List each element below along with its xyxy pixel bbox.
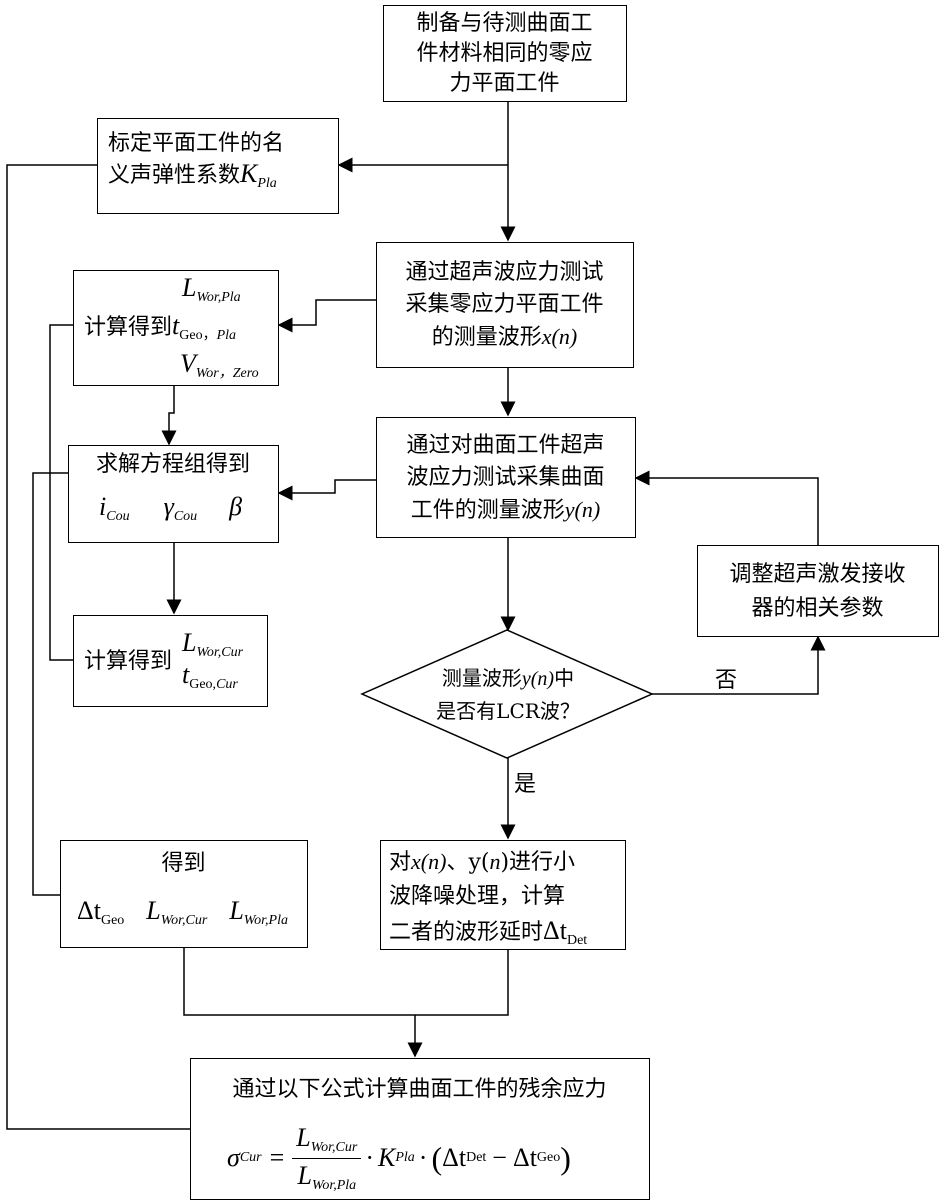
calc2-label: 计算得到 bbox=[84, 647, 172, 677]
final-num: L bbox=[296, 1123, 310, 1152]
final-fraction: LWor,Cur LWor,Pla bbox=[292, 1123, 361, 1194]
decision-line1-end: 中 bbox=[554, 666, 574, 690]
adjust-line1: 调整超声激发接收 bbox=[698, 558, 937, 592]
obtain-L2-sub: Wor,Pla bbox=[244, 913, 288, 928]
final-box: 通过以下公式计算曲面工件的残余应力 σCur = LWor,Cur LWor,P… bbox=[190, 1058, 650, 1200]
arrow-collect-x-to-calc1 bbox=[279, 300, 376, 325]
arrow-adjust-to-collect-y bbox=[636, 478, 818, 545]
label-yes: 是 bbox=[514, 766, 536, 798]
calc1-V-sub2: Zero bbox=[233, 366, 259, 381]
calc2-t-sub2: Cur bbox=[216, 677, 238, 692]
obtain-dt: Δt bbox=[77, 896, 101, 925]
final-dt2-sub: Geo bbox=[537, 1150, 560, 1166]
calc1-V-sub1: Wor， bbox=[196, 366, 233, 381]
collect-x-box: 通过超声波应力测试 采集零应力平面工件 的测量波形x(n) bbox=[376, 242, 634, 368]
denoise-p3: )进行小 bbox=[500, 850, 575, 875]
final-title: 通过以下公式计算曲面工件的残余应力 bbox=[191, 1075, 648, 1105]
line-obtain-down bbox=[184, 948, 508, 1015]
collect-x-line3: 的测量波形 bbox=[432, 325, 542, 350]
calc1-label: 计算得到 bbox=[84, 315, 172, 340]
adjust-box: 调整超声激发接收 器的相关参数 bbox=[697, 545, 939, 637]
calc1-V: V bbox=[180, 349, 196, 378]
denoise-box: 对x(n)、y(n)进行小 波降噪处理，计算 二者的波形延时ΔtDet bbox=[380, 840, 626, 950]
denoise-x: x(n) bbox=[411, 849, 446, 874]
final-K: K bbox=[378, 1143, 395, 1173]
denoise-line3: 二者的波形延时 bbox=[389, 920, 543, 945]
calc1-t-sub2: Pla bbox=[217, 328, 236, 343]
calc1-L-sub: Wor,Pla bbox=[196, 290, 240, 305]
prepare-line2: 件材料相同的零应 bbox=[384, 39, 625, 69]
denoise-n: n bbox=[489, 849, 500, 874]
calc1-t-sub1: Geo， bbox=[179, 328, 216, 343]
solve-line1: 求解方程组得到 bbox=[69, 450, 277, 480]
collect-x-line2: 采集零应力平面工件 bbox=[377, 289, 632, 321]
obtain-box: 得到 ΔtGeo LWor,Cur LWor,Pla bbox=[60, 840, 308, 948]
obtain-dt-sub: Geo bbox=[101, 913, 124, 928]
final-num-sub: Wor,Cur bbox=[311, 1140, 358, 1155]
denoise-dt: Δt bbox=[543, 916, 567, 945]
collect-y-line3: 工件的测量波形 bbox=[411, 498, 565, 523]
decision-line1: 测量波形 bbox=[442, 666, 522, 690]
solve-beta: β bbox=[229, 492, 242, 521]
calc2-L-sub: Wor,Cur bbox=[196, 645, 243, 660]
collect-x-var: x(n) bbox=[542, 324, 577, 349]
solve-box: 求解方程组得到 iCou γCou β bbox=[68, 445, 279, 543]
adjust-line2: 器的相关参数 bbox=[698, 592, 937, 626]
label-no: 否 bbox=[715, 662, 737, 694]
final-formula: σCur = LWor,Cur LWor,Pla · KPla · ( ΔtDe… bbox=[227, 1123, 571, 1193]
prepare-line3: 力平面工件 bbox=[384, 69, 625, 99]
collect-y-var: y(n) bbox=[565, 497, 600, 522]
decision-var: y(n) bbox=[522, 668, 554, 690]
obtain-L2: L bbox=[229, 896, 243, 925]
calc2-t-sub1: Geo, bbox=[189, 677, 216, 692]
calc2-L: L bbox=[182, 628, 196, 657]
calibrate-var: K bbox=[240, 159, 257, 188]
calibrate-var-sub: Pla bbox=[257, 176, 276, 191]
denoise-p1: 对 bbox=[389, 850, 411, 875]
denoise-p2: 、y( bbox=[446, 850, 489, 875]
calc1-L: L bbox=[182, 273, 196, 302]
denoise-line2: 波降噪处理，计算 bbox=[389, 880, 587, 914]
solve-i-sub: Cou bbox=[106, 509, 129, 524]
solve-gamma-sub: Cou bbox=[174, 509, 197, 524]
decision-line2: 是否有LCR波？ bbox=[400, 695, 616, 727]
calc1-box: LWor,Pla 计算得到tGeo，Pla VWor，Zero bbox=[73, 270, 279, 386]
arrow-calc1-to-solve bbox=[169, 386, 174, 444]
obtain-L1-sub: Wor,Cur bbox=[161, 913, 208, 928]
calibrate-line2: 义声弹性系数 bbox=[108, 163, 240, 188]
calibrate-line1: 标定平面工件的名 bbox=[108, 129, 284, 159]
solve-gamma: γ bbox=[164, 492, 174, 521]
obtain-L1: L bbox=[146, 896, 160, 925]
final-dt2: Δt bbox=[513, 1143, 537, 1173]
final-dt1-sub: Det bbox=[466, 1150, 486, 1166]
calc2-box: 计算得到 LWor,Cur tGeo,Cur bbox=[73, 615, 268, 707]
calibrate-box: 标定平面工件的名 义声弹性系数KPla bbox=[97, 118, 339, 214]
denoise-dt-sub: Det bbox=[567, 933, 587, 948]
collect-y-box: 通过对曲面工件超声 波应力测试采集曲面 工件的测量波形y(n) bbox=[376, 417, 636, 538]
arrow-collect-y-to-solve bbox=[279, 480, 376, 493]
prepare-box: 制备与待测曲面工 件材料相同的零应 力平面工件 bbox=[383, 5, 627, 102]
final-K-sub: Pla bbox=[395, 1150, 414, 1166]
collect-x-line1: 通过超声波应力测试 bbox=[377, 257, 632, 289]
collect-y-line1: 通过对曲面工件超声 bbox=[377, 430, 634, 462]
final-dt1: Δt bbox=[442, 1143, 466, 1173]
collect-y-line2: 波应力测试采集曲面 bbox=[377, 462, 634, 494]
final-sigma-sub: Cur bbox=[240, 1150, 262, 1166]
prepare-line1: 制备与待测曲面工 bbox=[384, 9, 625, 39]
final-den-sub: Wor,Pla bbox=[312, 1178, 356, 1193]
final-sigma: σ bbox=[227, 1143, 240, 1173]
final-den: L bbox=[297, 1161, 311, 1190]
obtain-title: 得到 bbox=[61, 849, 306, 879]
